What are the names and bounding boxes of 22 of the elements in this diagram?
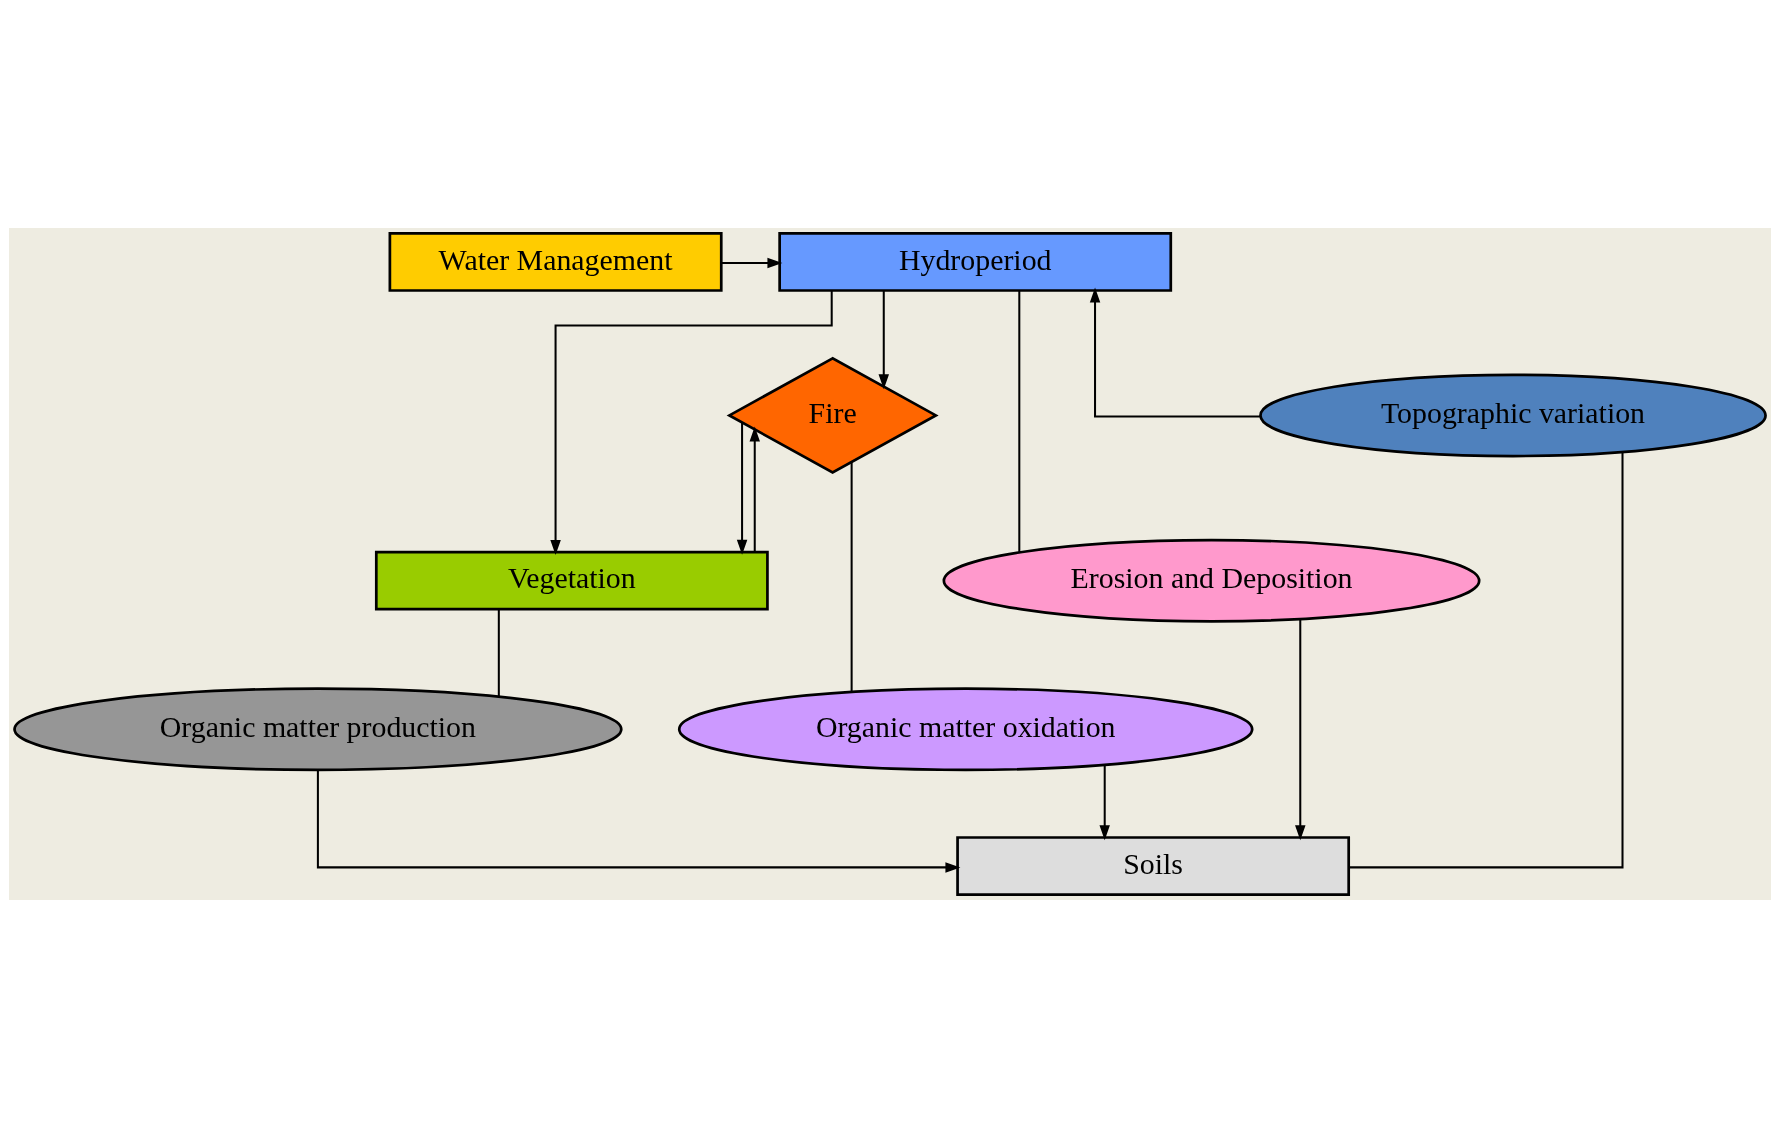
- connector: [850, 462, 853, 693]
- node-diamond: Fire: [726, 356, 939, 475]
- arrow: [878, 290, 889, 390]
- arrow: [1294, 619, 1305, 841]
- arrow: [749, 426, 760, 552]
- connector: [1348, 452, 1624, 869]
- node-ellipse: Topographic variation: [1258, 373, 1767, 458]
- arrow: [316, 769, 960, 873]
- arrow: [1089, 287, 1260, 418]
- arrow: [720, 257, 782, 269]
- connector: [1017, 290, 1020, 553]
- node-box: Soils: [955, 836, 1350, 896]
- arrow: [549, 290, 833, 555]
- node-ellipse: Erosion and Deposition: [942, 538, 1480, 623]
- arrow: [1098, 764, 1110, 841]
- node-box: Vegetation: [374, 550, 769, 611]
- arrow: [736, 422, 747, 555]
- node-box: Water Management: [388, 232, 723, 292]
- node-ellipse: Organic matter production: [12, 687, 623, 772]
- connector: [497, 609, 500, 697]
- node-ellipse: Organic matter oxidation: [677, 687, 1254, 772]
- node-box: Hydroperiod: [777, 232, 1172, 292]
